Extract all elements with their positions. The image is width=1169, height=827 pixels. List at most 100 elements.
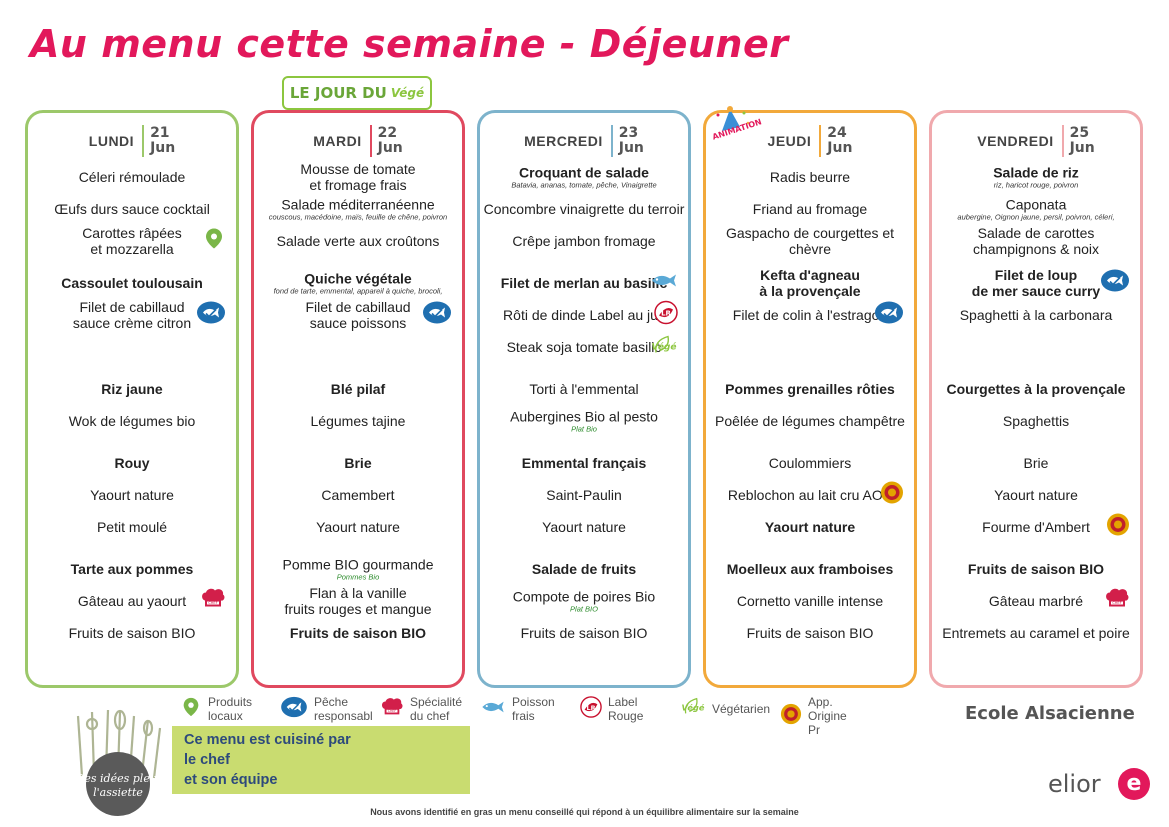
chef-line-3: et son équipe — [184, 772, 278, 788]
legend-label-line: responsabl — [314, 709, 373, 723]
menu-item-text: Gâteau marbré — [988, 593, 1084, 609]
menu-item: Œufs durs sauce cocktail — [28, 201, 236, 217]
menu-item: Fruits de saison BIO — [254, 625, 462, 641]
legend-label-line: Label — [608, 695, 638, 709]
svg-text:LR: LR — [586, 703, 595, 711]
day-name: JEUDI — [767, 133, 812, 149]
menu-item-line: chèvre — [788, 241, 832, 257]
menu-item-text: Yaourt nature — [542, 519, 626, 535]
menu-item: Radis beurre — [706, 169, 914, 185]
svg-text:CHEF: CHEF — [1112, 601, 1121, 605]
menu-item: Saint-Paulin — [480, 487, 688, 503]
day-name: VENDREDI — [977, 133, 1054, 149]
menu-item-text: Torti à l'emmental — [529, 381, 639, 397]
menu-item: Brie — [932, 455, 1140, 471]
menu-item-text: Fruits de saison BIO — [289, 625, 427, 641]
svg-text:Des idées plein: Des idées plein — [75, 772, 161, 785]
menu-item-line: et mozzarella — [90, 241, 174, 257]
menu-item-note: Plat Bio — [571, 424, 597, 434]
menu-item-text: Courgettes à la provençale — [946, 381, 1126, 397]
vegetarian-icon: Végé — [650, 333, 678, 362]
menu-item-text: Fruits de saison BIO — [520, 625, 648, 641]
menu-item-line: Gaspacho de courgettes et — [725, 225, 895, 241]
menu-item: Yaourt nature — [932, 487, 1140, 503]
menu-item-line: sauce poissons — [309, 315, 407, 331]
menu-item-text: Concombre vinaigrette du terroir — [483, 201, 685, 217]
menu-item: Spaghetti à la carbonara — [932, 307, 1140, 323]
menu-item-text: Quiche végétale — [304, 270, 412, 287]
menu-item-text: Crêpe jambon fromage — [512, 233, 656, 249]
day-number: 23 — [618, 125, 639, 141]
menu-item: Salade verte aux croûtons — [254, 233, 462, 249]
menu-item-text: Friand au fromage — [752, 201, 868, 217]
menu-item-text: Œufs durs sauce cocktail — [54, 201, 210, 217]
aop-icon — [780, 703, 802, 730]
menu-item-text: Fruits de saison BIO — [68, 625, 196, 641]
day-number: 21 — [150, 125, 170, 141]
elior-logo-text: elior — [1048, 770, 1101, 798]
menu-item-text: Céleri rémoulade — [78, 169, 186, 185]
day-number: 24 — [827, 125, 847, 141]
menu-item-text: Moelleux aux framboises — [726, 561, 894, 577]
menu-item-text: Emmental français — [521, 455, 647, 471]
menu-item: Friand au fromage — [706, 201, 914, 217]
legend-label-line: App. — [808, 695, 833, 709]
legend-label-line: du chef — [410, 709, 450, 723]
day-separator — [369, 125, 372, 157]
menu-item: Yaourt nature — [254, 519, 462, 535]
menu-item-text: Petit moulé — [96, 519, 168, 535]
menu-item-text: Spaghetti à la carbonara — [959, 307, 1113, 323]
menu-item-line: Mousse de tomate — [300, 161, 416, 177]
menu-item: Wok de légumes bio — [28, 413, 236, 429]
legend-label-line: Produits — [208, 695, 253, 709]
menu-item-text: Riz jaune — [101, 381, 163, 397]
menu-item: Crêpe jambon fromage — [480, 233, 688, 249]
svg-text:LR: LR — [661, 310, 671, 318]
menu-item: Petit moulé — [28, 519, 236, 535]
responsible-fishing-icon — [874, 301, 904, 330]
legend-label-line: Rouge — [608, 709, 644, 723]
fresh-fish-icon — [650, 272, 678, 295]
idees-plein-assiette-logo: Des idées plein l'assiette — [75, 709, 162, 816]
menu-item: Légumes tajine — [254, 413, 462, 429]
aop-icon — [880, 481, 904, 510]
svg-text:CHEF: CHEF — [388, 709, 397, 713]
label-rouge-icon: LR — [654, 300, 678, 330]
day-separator — [142, 125, 145, 157]
menu-item-text: Pomme BIO gourmande — [282, 556, 434, 573]
menu-item: Rouy — [28, 455, 236, 471]
menu-item-text: Pommes grenailles rôties — [725, 381, 895, 397]
menu-item-text: Brie — [1023, 455, 1049, 471]
day-number: 22 — [377, 125, 398, 141]
menu-item: Fourme d'Ambert — [932, 519, 1140, 535]
chef-specialty-icon: CHEF — [1104, 587, 1130, 616]
day-separator — [1061, 125, 1064, 157]
day-month: Jun — [827, 140, 853, 156]
day-name: MERCREDI — [524, 133, 603, 149]
menu-item-line: fruits rouges et mangue — [284, 601, 432, 617]
footer-note: Nous avons identifié en gras un menu con… — [370, 807, 799, 817]
menu-item-note: Batavia, ananas, tomate, pêche, Vinaigre… — [511, 180, 657, 190]
menu-item-text: Fourme d'Ambert — [982, 519, 1090, 535]
menu-item-text: Caponata — [1005, 196, 1067, 213]
menu-item-text: Coulommiers — [768, 455, 852, 471]
menu-item-text: Salade de fruits — [531, 561, 637, 577]
menu-item-line: Filet de cabillaud — [79, 299, 185, 315]
legend-label-line: Poisson — [512, 695, 555, 709]
menu-item-text: Yaourt nature — [764, 519, 856, 535]
menu-item-line: champignons & noix — [972, 241, 1100, 257]
menu-item-text: Rouy — [114, 455, 150, 471]
menu-item-text: Salade de riz — [993, 164, 1079, 181]
menu-item-text: Poêlée de légumes champêtre — [715, 413, 905, 429]
